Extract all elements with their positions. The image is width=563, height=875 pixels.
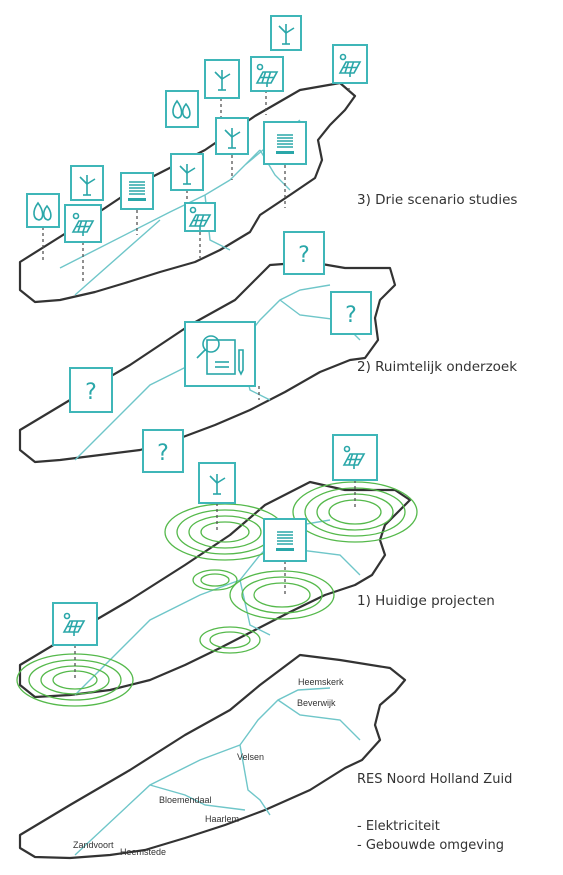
layer-scenario-map	[18, 15, 368, 304]
place-label: Heemskerk	[298, 677, 344, 687]
base-title: RES Noord Holland Zuid	[357, 772, 513, 787]
biomass-icon	[165, 90, 199, 128]
wind-turbine-icon	[70, 165, 104, 201]
svg-text:?: ?	[345, 303, 357, 328]
place-label: Zandvoort	[73, 840, 114, 850]
heat-storage-icon	[263, 518, 307, 562]
municipal-borders	[74, 687, 361, 856]
place-label: Heemstede	[120, 847, 166, 857]
solar-panel-icon	[52, 602, 98, 646]
base-municipal-map: Heemskerk Beverwijk Velsen Bloemendaal H…	[18, 653, 407, 860]
place-label: Velsen	[237, 752, 264, 762]
svg-text:?: ?	[157, 441, 169, 466]
heat-storage-icon	[120, 172, 154, 210]
wind-turbine-icon	[204, 59, 240, 99]
biomass-icon	[26, 193, 60, 228]
layer-label-spatial-research: 2) Ruimtelijk onderzoek	[357, 359, 518, 375]
solar-panel-icon	[64, 204, 102, 243]
wind-turbine-icon	[170, 153, 204, 191]
question-mark-icon: ?	[330, 291, 372, 335]
base-item-built-environment: - Gebouwde omgeving	[357, 838, 505, 853]
svg-text:?: ?	[298, 243, 310, 268]
region-outline	[18, 653, 407, 860]
place-label: Bloemendaal	[159, 795, 212, 805]
municipal-borders	[74, 519, 361, 696]
question-mark-icon: ?	[69, 367, 113, 413]
research-document-icon	[184, 321, 256, 387]
solar-panel-icon	[332, 434, 378, 481]
svg-text:?: ?	[85, 380, 97, 405]
municipal-borders	[74, 284, 361, 461]
solar-panel-icon	[250, 56, 284, 92]
question-mark-icon: ?	[283, 231, 325, 275]
base-item-electricity: - Elektriciteit	[357, 819, 440, 834]
layer-label-current-projects: 1) Huidige projecten	[357, 593, 495, 609]
solar-panel-icon	[184, 202, 216, 232]
heat-storage-icon	[263, 121, 307, 165]
question-mark-icon: ?	[142, 429, 184, 473]
layer-research-map: ? ? ? ?	[18, 231, 397, 473]
solar-panel-icon	[332, 44, 368, 84]
wind-turbine-icon	[270, 15, 302, 51]
place-label: Haarlem	[205, 814, 239, 824]
place-label: Beverwijk	[297, 698, 336, 708]
layer-label-scenario-studies: 3) Drie scenario studies	[357, 192, 518, 208]
layer-projects-map	[16, 434, 418, 707]
wind-turbine-icon	[198, 462, 236, 504]
wind-turbine-icon	[215, 117, 249, 155]
